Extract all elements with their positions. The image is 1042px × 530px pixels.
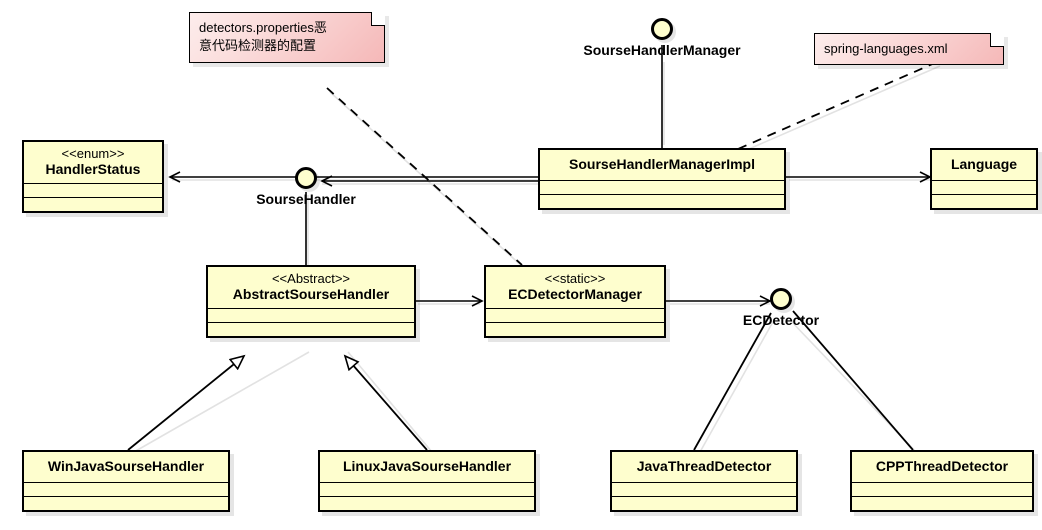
- note-fold-corner-icon: [371, 12, 385, 26]
- attributes-compartment: [612, 481, 796, 496]
- class-name: ECDetectorManager: [508, 285, 642, 302]
- edge-javathread-to-ecdetector: [693, 312, 772, 451]
- class-name: CPPThreadDetector: [875, 458, 1009, 474]
- edge-note-spring-link: [737, 61, 938, 150]
- note-spring-text: spring-languages.xml: [824, 41, 948, 56]
- interface-circle-icon: [295, 167, 317, 189]
- class-box-linuxjavasourcehandler[interactable]: LinuxJavaSourseHandler: [318, 450, 536, 512]
- edge-note-detectors-link: [326, 87, 523, 266]
- class-box-javathreaddetector[interactable]: JavaThreadDetector: [610, 450, 798, 512]
- attributes-compartment: [320, 481, 534, 496]
- class-box-ecdetectormanager[interactable]: <<static>> ECDetectorManager: [484, 265, 666, 339]
- class-box-abstractsourcehandler[interactable]: <<Abstract>> AbstractSourseHandler: [206, 265, 416, 339]
- interface-circle-icon: [770, 288, 792, 310]
- class-name: HandlerStatus: [45, 160, 141, 177]
- attributes-compartment: [486, 308, 664, 322]
- class-header: JavaThreadDetector: [612, 452, 796, 482]
- class-header: CPPThreadDetector: [852, 452, 1032, 482]
- attributes-compartment: [852, 481, 1032, 496]
- class-box-handlerstatus[interactable]: <<enum>> HandlerStatus: [22, 140, 164, 214]
- class-header: Language: [932, 150, 1036, 180]
- methods-compartment: [612, 495, 796, 510]
- class-box-cppthreaddetector[interactable]: CPPThreadDetector: [850, 450, 1034, 512]
- class-stereotype: <<static>>: [544, 271, 606, 286]
- attributes-compartment: [24, 183, 162, 197]
- methods-compartment: [24, 197, 162, 211]
- class-name: SourseHandlerManagerImpl: [569, 156, 755, 172]
- note-spring-languages-xml: spring-languages.xml: [814, 33, 1004, 66]
- class-header: <<Abstract>> AbstractSourseHandler: [208, 267, 414, 308]
- class-name: WinJavaSourseHandler: [47, 458, 205, 474]
- edge-linuxjava-to-abstract: [345, 356, 428, 451]
- class-name: AbstractSourseHandler: [232, 285, 390, 302]
- methods-compartment: [208, 322, 414, 336]
- note-detectors-properties: detectors.properties恶 意代码检测器的配置: [189, 12, 385, 63]
- class-header: <<static>> ECDetectorManager: [486, 267, 664, 308]
- class-header: WinJavaSourseHandler: [24, 452, 228, 482]
- methods-compartment: [932, 193, 1036, 208]
- methods-compartment: [486, 322, 664, 336]
- interface-label: ECDetector: [742, 312, 820, 328]
- note-fold-corner-icon: [990, 33, 1004, 47]
- edge-winjava-to-abstract: [127, 356, 244, 451]
- methods-compartment: [852, 495, 1032, 510]
- class-name: Language: [950, 156, 1018, 172]
- class-header: LinuxJavaSourseHandler: [320, 452, 534, 482]
- interface-sourcehandler[interactable]: SourseHandler: [256, 167, 356, 207]
- class-header: <<enum>> HandlerStatus: [24, 142, 162, 183]
- methods-compartment: [24, 495, 228, 510]
- attributes-compartment: [540, 179, 784, 194]
- methods-compartment: [540, 193, 784, 208]
- class-header: SourseHandlerManagerImpl: [540, 150, 784, 180]
- edge-cppthread-to-ecdetector: [792, 310, 914, 451]
- class-stereotype: <<Abstract>>: [271, 271, 351, 286]
- methods-compartment: [320, 495, 534, 510]
- interface-circle-icon: [651, 18, 673, 40]
- class-box-sourcehandlermanagerimpl[interactable]: SourseHandlerManagerImpl: [538, 148, 786, 210]
- attributes-compartment: [208, 308, 414, 322]
- class-name: JavaThreadDetector: [636, 458, 772, 474]
- class-box-winjavasourcehandler[interactable]: WinJavaSourseHandler: [22, 450, 230, 512]
- class-stereotype: <<enum>>: [61, 146, 125, 161]
- interface-sourcehandlermanager[interactable]: SourseHandlerManager: [583, 18, 741, 58]
- interface-label: SourseHandlerManager: [583, 42, 741, 58]
- attributes-compartment: [932, 179, 1036, 194]
- class-box-language[interactable]: Language: [930, 148, 1038, 210]
- note-detectors-text: detectors.properties恶 意代码检测器的配置: [199, 20, 327, 54]
- class-name: LinuxJavaSourseHandler: [342, 458, 512, 474]
- interface-ecdetector[interactable]: ECDetector: [743, 288, 819, 328]
- interface-label: SourseHandler: [256, 191, 356, 207]
- attributes-compartment: [24, 481, 228, 496]
